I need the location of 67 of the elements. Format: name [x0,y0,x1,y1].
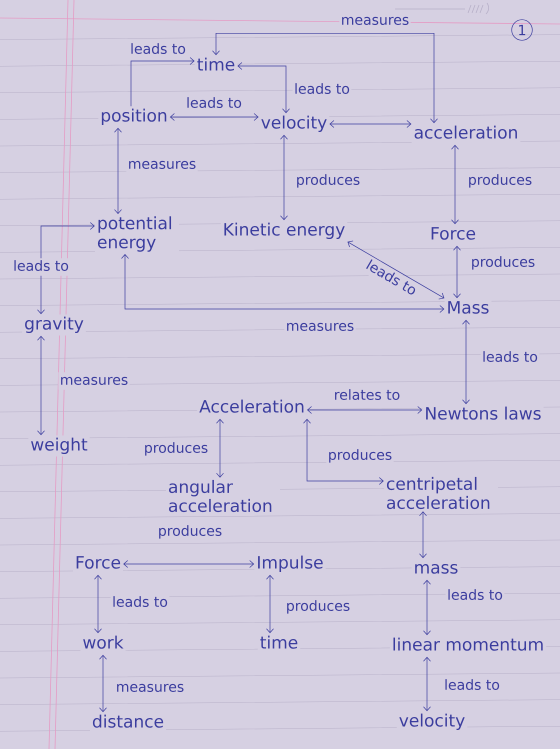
edge-label: leads to [292,81,352,99]
arrow [419,511,427,558]
concept-label: velocity [396,712,468,732]
arrow [266,574,274,634]
edge-label: produces [469,254,537,272]
edge-label: measures [126,156,198,174]
arrow [453,246,461,298]
edge-label: measures [114,679,186,697]
concept-label: potential energy [95,214,179,254]
concept-label: velocity [258,114,330,134]
concept-label: gravity [22,314,86,336]
edge-label: relates to [332,387,402,405]
concept-label: Impulse [254,554,326,574]
concept-label: Mass [444,298,492,320]
edge-label: leads to [446,587,504,605]
arrow [121,254,444,313]
edge-label: measures [284,318,356,336]
edge-label: produces [156,523,224,541]
arrow [329,120,412,128]
edge-label: produces [466,172,534,190]
concept-label: time [258,634,300,654]
concept-label: Acceleration [197,398,307,418]
edge-label: leads to [184,95,244,113]
concept-label: Kinetic energy [220,220,348,242]
arrow [423,656,431,712]
arrow [37,336,45,436]
arrow [99,654,107,712]
edge-label: measures [58,372,130,390]
arrow [114,128,122,214]
arrow [307,406,422,414]
concept-label: position [98,106,170,128]
arrow [423,580,431,636]
concept-label: Force [73,554,123,574]
arrow [170,113,259,121]
edge-label: produces [284,598,352,616]
edge-label: produces [142,440,210,458]
edge-label: measures [339,12,411,30]
arrow [303,418,384,485]
edge-label: leads to [480,349,540,367]
concept-label: distance [90,712,166,734]
page-number: 1 [511,19,533,41]
arrow [462,320,470,404]
edge-label: leads to [12,258,70,276]
edge-label: produces [294,172,362,190]
arrow [123,560,254,568]
concept-label: Force [428,224,478,246]
edge-label: leads to [110,594,170,612]
edge-label: leads to [128,41,188,59]
concept-label: work [80,634,126,654]
arrow [237,62,290,114]
edge-label: leads to [442,677,502,695]
concept-label: linear momentum [390,636,546,656]
arrow [216,418,224,478]
concept-label: acceleration [412,124,520,144]
arrow [451,144,459,224]
arrow [130,57,195,107]
concept-label: time [194,56,238,76]
arrow [280,134,288,220]
edge-label: produces [326,447,394,465]
concept-label: centripetal acceleration [384,474,498,512]
arrow [94,574,102,634]
arrow [347,240,444,300]
concept-label: weight [28,436,90,456]
arrow [212,32,438,124]
concept-label: mass [412,558,460,580]
concept-label: angular acceleration [166,478,280,514]
concept-label: Newtons laws [422,404,544,426]
